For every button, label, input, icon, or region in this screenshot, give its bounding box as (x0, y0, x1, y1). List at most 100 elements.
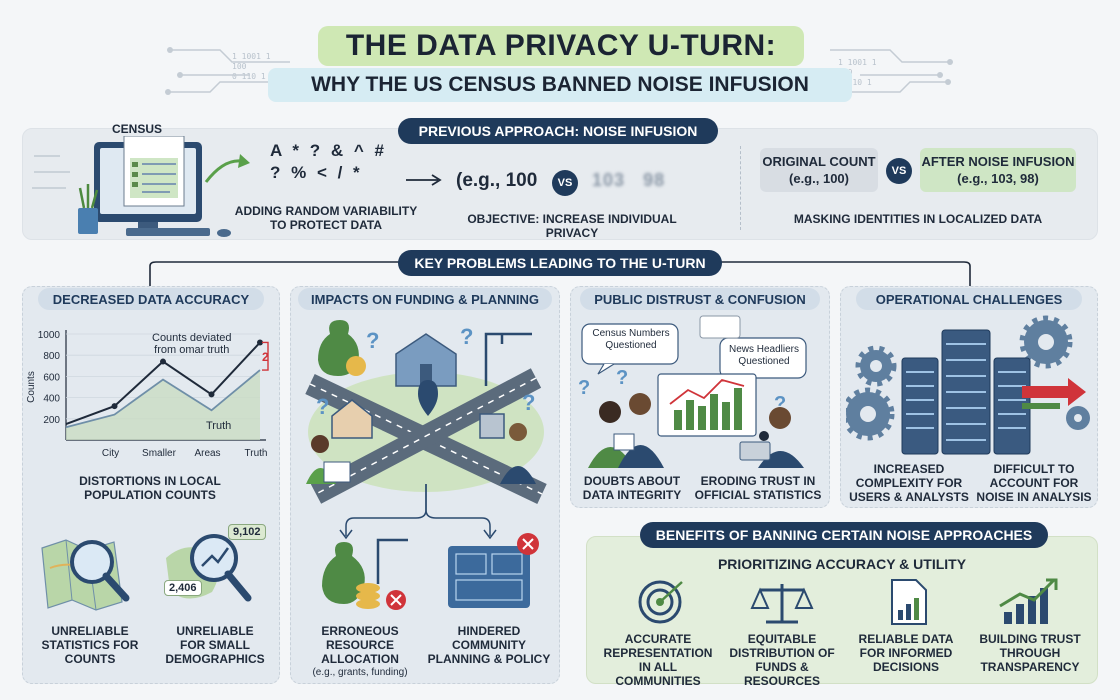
caption-note: (e.g., grants, funding) (312, 667, 408, 678)
after-noise-label: AFTER NOISE INFUSION (921, 154, 1075, 169)
benefit-line: BUILDING TRUST (979, 632, 1081, 646)
benefit-item: ACCURATE REPRESENTATION IN ALL COMMUNITI… (596, 632, 720, 688)
caption-line: INCREASED (873, 462, 945, 476)
circuit-text: 100 (232, 62, 247, 71)
eroding-trust-caption: ERODING TRUST IN OFFICIAL STATISTICS (690, 474, 826, 502)
census-monitor-label: CENSUS (111, 122, 162, 136)
caption-line: DIFFICULT TO (993, 462, 1075, 476)
caption-line: ERODING TRUST IN (700, 474, 816, 488)
divider (740, 146, 741, 230)
hindered-planning-caption: HINDERED COMMUNITY PLANNING & POLICY (420, 624, 558, 666)
caption-line: UNRELIABLE (176, 624, 254, 638)
deviation-note: Counts deviated from omar truth (152, 332, 232, 356)
benefit-item: RELIABLE DATA FOR INFORMED DECISIONS (844, 632, 968, 674)
operational-title: OPERATIONAL CHALLENGES (856, 288, 1082, 310)
series-line (65, 369, 261, 429)
caption-line: UNRELIABLE (51, 624, 129, 638)
key-problems-label: KEY PROBLEMS LEADING TO THE U-TURN (398, 250, 722, 276)
benefit-line: FOR INFORMED (859, 646, 953, 660)
census-computer-illustration (32, 136, 250, 237)
distortion-caption: DISTORTIONS IN LOCAL POPULATION COUNTS (30, 474, 270, 502)
data-integrity-caption: DOUBTS ABOUT DATA INTEGRITY (574, 474, 690, 502)
caption-line: DATA INTEGRITY (582, 488, 682, 502)
y-tick-label: 400 (43, 394, 60, 405)
benefits-subtitle: PRIORITIZING ACCURACY & UTILITY (717, 556, 967, 572)
caption-line: OFFICIAL STATISTICS (694, 488, 822, 502)
census-questioned-bubble: Census Numbers Questioned (584, 328, 678, 352)
benefit-line: DECISIONS (872, 660, 939, 674)
accuracy-title: DECREASED DATA ACCURACY (38, 288, 264, 310)
funding-title: IMPACTS ON FUNDING & PLANNING (298, 288, 552, 310)
circuit-text: 0 110 1 (838, 78, 872, 87)
previous-approach-label: PREVIOUS APPROACH: NOISE INFUSION (398, 118, 718, 144)
news-questioned-bubble: News Headliers Questioned (722, 344, 806, 368)
after-noise-box: AFTER NOISE INFUSION (e.g., 103, 98) (920, 148, 1076, 192)
caption-line: NOISE IN ANALYSIS (976, 490, 1092, 504)
after-noise-value: (e.g., 103, 98) (957, 171, 1039, 186)
caption-line: DOUBTS ABOUT (583, 474, 681, 488)
y-tick-label: 200 (43, 415, 60, 426)
benefit-line: EQUITABLE (747, 632, 817, 646)
bubble-line: Census Numbers (592, 328, 670, 339)
benefit-item: BUILDING TRUST THROUGH TRANSPARENCY (968, 632, 1092, 674)
blurred-noise-values: 103 98 (592, 170, 665, 191)
x-tick-label: Truth (245, 448, 268, 459)
scales-icon (750, 584, 814, 624)
circuit-text: 0 110 1 (232, 72, 266, 81)
caption-line: COMMUNITY (452, 638, 526, 652)
data-point (111, 403, 118, 410)
deviation-mark: 2 (262, 350, 269, 364)
growth-chart-icon (999, 578, 1058, 624)
masking-text: MASKING IDENTITIES IN LOCALIZED DATA (793, 212, 1043, 226)
bubble-line: Questioned (738, 356, 790, 367)
svg-text:?: ? (522, 390, 535, 415)
page-title: THE DATA PRIVACY U-TURN: (318, 26, 804, 66)
report-icon (891, 579, 927, 625)
caption-line: COUNTS (64, 652, 116, 666)
blurred-value: 103 (592, 170, 626, 190)
original-count-value: (e.g., 100) (789, 171, 849, 186)
caption-line: USERS & ANALYSTS (849, 490, 969, 504)
benefit-line: REPRESENTATION (603, 646, 713, 660)
objective-text: OBJECTIVE: INCREASE INDIVIDUAL PRIVACY (467, 212, 677, 240)
caption-line: DEMOGRAPHICS (165, 652, 265, 666)
benefit-line: TRANSPARENCY (980, 660, 1080, 674)
deviation-note-line: from omar truth (154, 344, 230, 356)
deviation-bracket (262, 341, 269, 371)
svg-text:?: ? (578, 377, 590, 399)
caption-line: ACCOUNT FOR (989, 476, 1079, 490)
complexity-caption: INCREASED COMPLEXITY FOR USERS & ANALYST… (846, 462, 972, 504)
caption-line: PLANNING & POLICY (427, 652, 551, 666)
caption-line: RESOURCE (325, 638, 394, 652)
page-subtitle: WHY THE US CENSUS BANNED NOISE INFUSION (268, 68, 852, 102)
arrow-right-icon (406, 174, 442, 186)
circuit-text: 1 1001 1 (232, 52, 271, 61)
original-count-label: ORIGINAL COUNT (762, 154, 876, 169)
caption-line: ALLOCATION (321, 652, 399, 666)
y-tick-label: 800 (43, 351, 60, 362)
unreliable-demographics-caption: UNRELIABLE FOR SMALL DEMOGRAPHICS (152, 624, 278, 666)
erroneous-allocation-caption: ERRONEOUS RESOURCE ALLOCATION (e.g., gra… (300, 624, 420, 680)
benefit-line: RELIABLE DATA (858, 632, 954, 646)
caption-line: TO PROTECT DATA (270, 218, 382, 232)
data-point (160, 358, 166, 365)
caption-line: STATISTICS FOR (41, 638, 139, 652)
svg-text:?: ? (460, 324, 473, 349)
data-point (208, 391, 215, 398)
truth-area (66, 370, 260, 440)
benefit-line: IN ALL COMMUNITIES (615, 660, 701, 688)
target-icon (638, 580, 683, 624)
svg-text:?: ? (616, 367, 628, 389)
distrust-illustration: ??? (578, 315, 807, 468)
caption-line: COMPLEXITY FOR (855, 476, 963, 490)
benefit-line: ACCURATE (624, 632, 692, 646)
circuit-text: 1 1001 1 (838, 58, 877, 67)
data-point (257, 339, 263, 346)
benefit-line: FUNDS & RESOURCES (743, 660, 820, 688)
noise-analysis-caption: DIFFICULT TO ACCOUNT FOR NOISE IN ANALYS… (972, 462, 1096, 504)
bubble-line: Questioned (605, 340, 657, 351)
caption-line: DISTORTIONS IN LOCAL (79, 474, 221, 488)
vs-badge: VS (886, 158, 912, 184)
circuit-lines-left (165, 47, 290, 95)
